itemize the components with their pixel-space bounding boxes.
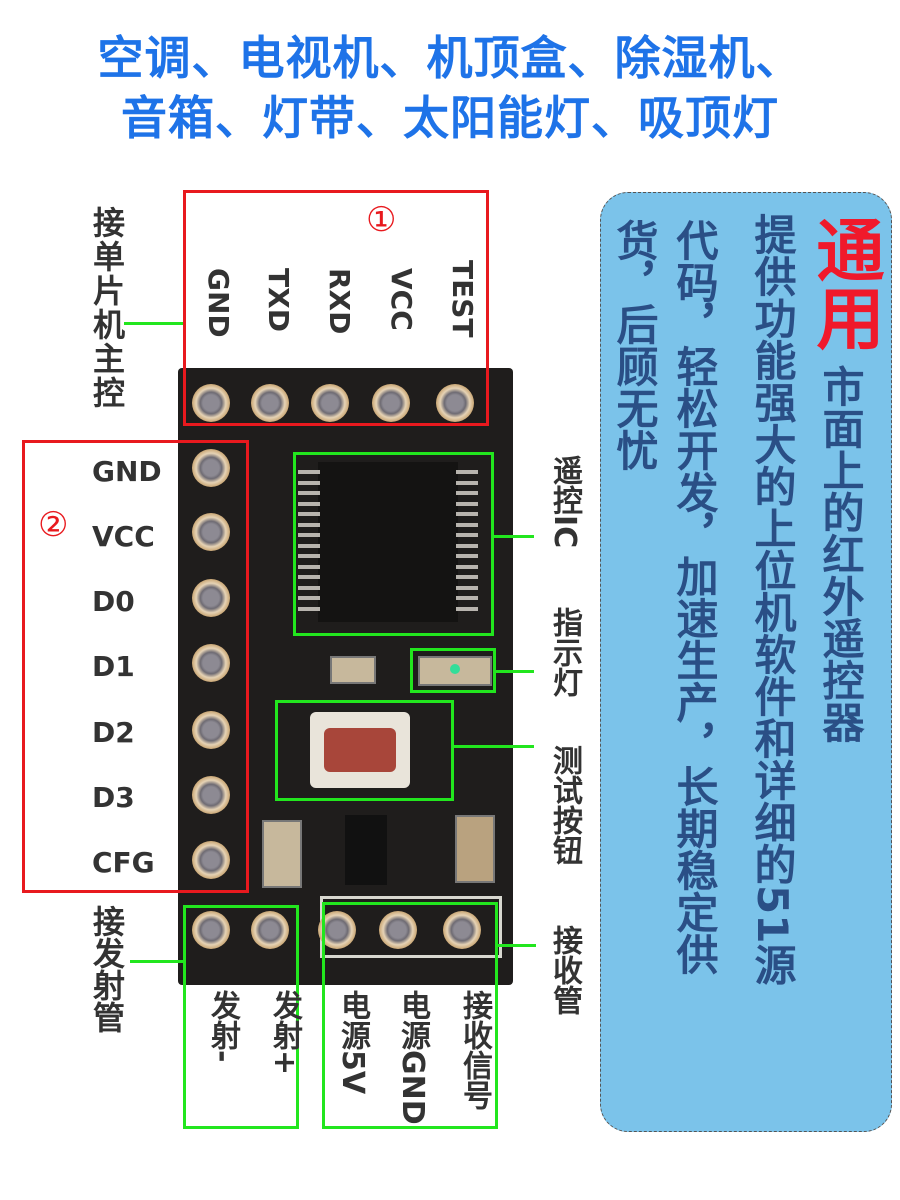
ic-leg-left <box>298 543 320 548</box>
ic-leg-right <box>456 585 478 590</box>
pin-emit-minus <box>192 911 230 949</box>
label-receiver: 接收管 <box>547 925 582 1015</box>
pin-rxd <box>311 384 349 422</box>
ic-leg-right <box>456 522 478 527</box>
marker-1: ① <box>366 200 397 240</box>
remote-ic-chip <box>318 462 458 622</box>
ic-box <box>293 452 494 636</box>
ic-leg-left <box>298 491 320 495</box>
emitter-box <box>183 905 299 1129</box>
headline-line2: 音箱、灯带、太阳能灯、吸顶灯 <box>121 91 779 145</box>
label-gnd-bottom: 电源GND <box>395 990 430 1125</box>
label-d3: D3 <box>92 781 135 814</box>
ic-leg-left <box>298 522 320 527</box>
panel-col4: 货，后顾无忧 <box>610 219 659 471</box>
receiver-box <box>322 902 498 1129</box>
ic-leg-left <box>298 533 320 537</box>
ic-leg-right <box>456 575 478 579</box>
pin-d2 <box>192 711 230 749</box>
label-5v: 电源5V <box>335 990 370 1095</box>
indicator-led <box>418 656 492 686</box>
label-emit-minus: 发射- <box>205 990 240 1063</box>
pin-vcc <box>192 513 230 551</box>
label-d2: D2 <box>92 716 135 749</box>
ic-leg-left <box>298 470 320 474</box>
label-emitter: 接发射管 <box>88 905 126 1033</box>
label-d1: D1 <box>92 650 135 683</box>
pin-vcc-top <box>372 384 410 422</box>
pin-rx-signal <box>443 911 481 949</box>
ic-leg-left <box>298 596 320 600</box>
ic-leg-right <box>456 480 478 485</box>
ic-leg-left <box>298 585 320 590</box>
ic-leg-right <box>456 491 478 495</box>
pin-d0 <box>192 579 230 617</box>
ic-leg-left <box>298 554 320 558</box>
pin-gnd-top <box>192 384 230 422</box>
label-rx-signal: 接收信号 <box>457 990 492 1110</box>
pin-d1 <box>192 644 230 682</box>
label-test: TEST <box>446 260 479 338</box>
panel-col1: 市面上的红外遥控器 <box>816 365 865 743</box>
ic-leg-right <box>456 543 478 548</box>
label-vcc: VCC <box>385 268 418 331</box>
ic-leg-left <box>298 512 320 516</box>
label-txd: TXD <box>262 268 295 332</box>
capacitor <box>262 820 302 888</box>
label-d0: D0 <box>92 585 135 618</box>
ic-leg-left <box>298 480 320 485</box>
panel-col2: 提供功能强大的上位机软件和详细的51源 <box>748 213 797 986</box>
panel-highlight: 通用 <box>804 215 883 351</box>
connector-line <box>496 670 534 673</box>
label-ic: 遥控IC <box>547 455 582 549</box>
led-box <box>410 648 496 693</box>
transistor <box>345 815 387 885</box>
ic-leg-left <box>298 501 320 506</box>
connector-line <box>124 322 183 325</box>
pin-d3 <box>192 776 230 814</box>
capacitor <box>455 815 495 883</box>
ic-leg-right <box>456 554 478 558</box>
label-mcu: 接单片机主控 <box>88 206 126 410</box>
marker-2: ② <box>38 505 69 545</box>
label-button: 测试按钮 <box>547 745 582 865</box>
ic-leg-right <box>456 606 478 611</box>
connector-line <box>130 960 183 963</box>
ic-leg-right <box>456 512 478 516</box>
pin-gnd <box>192 449 230 487</box>
ic-leg-right <box>456 596 478 600</box>
left-header-box <box>22 440 249 893</box>
feature-panel: 通用 市面上的红外遥控器 提供功能强大的上位机软件和详细的51源 代码，轻松开发… <box>600 192 892 1132</box>
pin-cfg <box>192 841 230 879</box>
label-led: 指示灯 <box>547 607 582 697</box>
ic-leg-left <box>298 575 320 579</box>
label-gnd: GND <box>92 455 162 488</box>
panel-col3: 代码，轻松开发，加速生产，长期稳定供 <box>670 219 719 975</box>
connector-line <box>454 745 534 748</box>
button-box <box>275 700 454 801</box>
label-vcc: VCC <box>92 520 155 553</box>
pin-txd <box>251 384 289 422</box>
ic-leg-left <box>298 564 320 569</box>
headline-line1: 空调、电视机、机顶盒、除湿机、 <box>97 31 803 85</box>
pin-test <box>436 384 474 422</box>
ic-leg-left <box>298 606 320 611</box>
label-gnd-top: GND <box>202 268 235 338</box>
resistor <box>330 656 376 684</box>
pin-emit-plus <box>251 911 289 949</box>
ic-leg-right <box>456 533 478 537</box>
connector-line <box>498 944 536 947</box>
label-rxd: RXD <box>323 268 356 335</box>
label-cfg: CFG <box>92 846 155 879</box>
test-button[interactable] <box>310 712 410 788</box>
ic-leg-right <box>456 564 478 569</box>
pin-gnd-bottom <box>379 911 417 949</box>
label-emit-plus: 发射+ <box>267 990 302 1076</box>
connector-line <box>494 535 534 538</box>
top-header-box <box>183 190 489 426</box>
ic-leg-right <box>456 470 478 474</box>
ic-leg-right <box>456 501 478 506</box>
